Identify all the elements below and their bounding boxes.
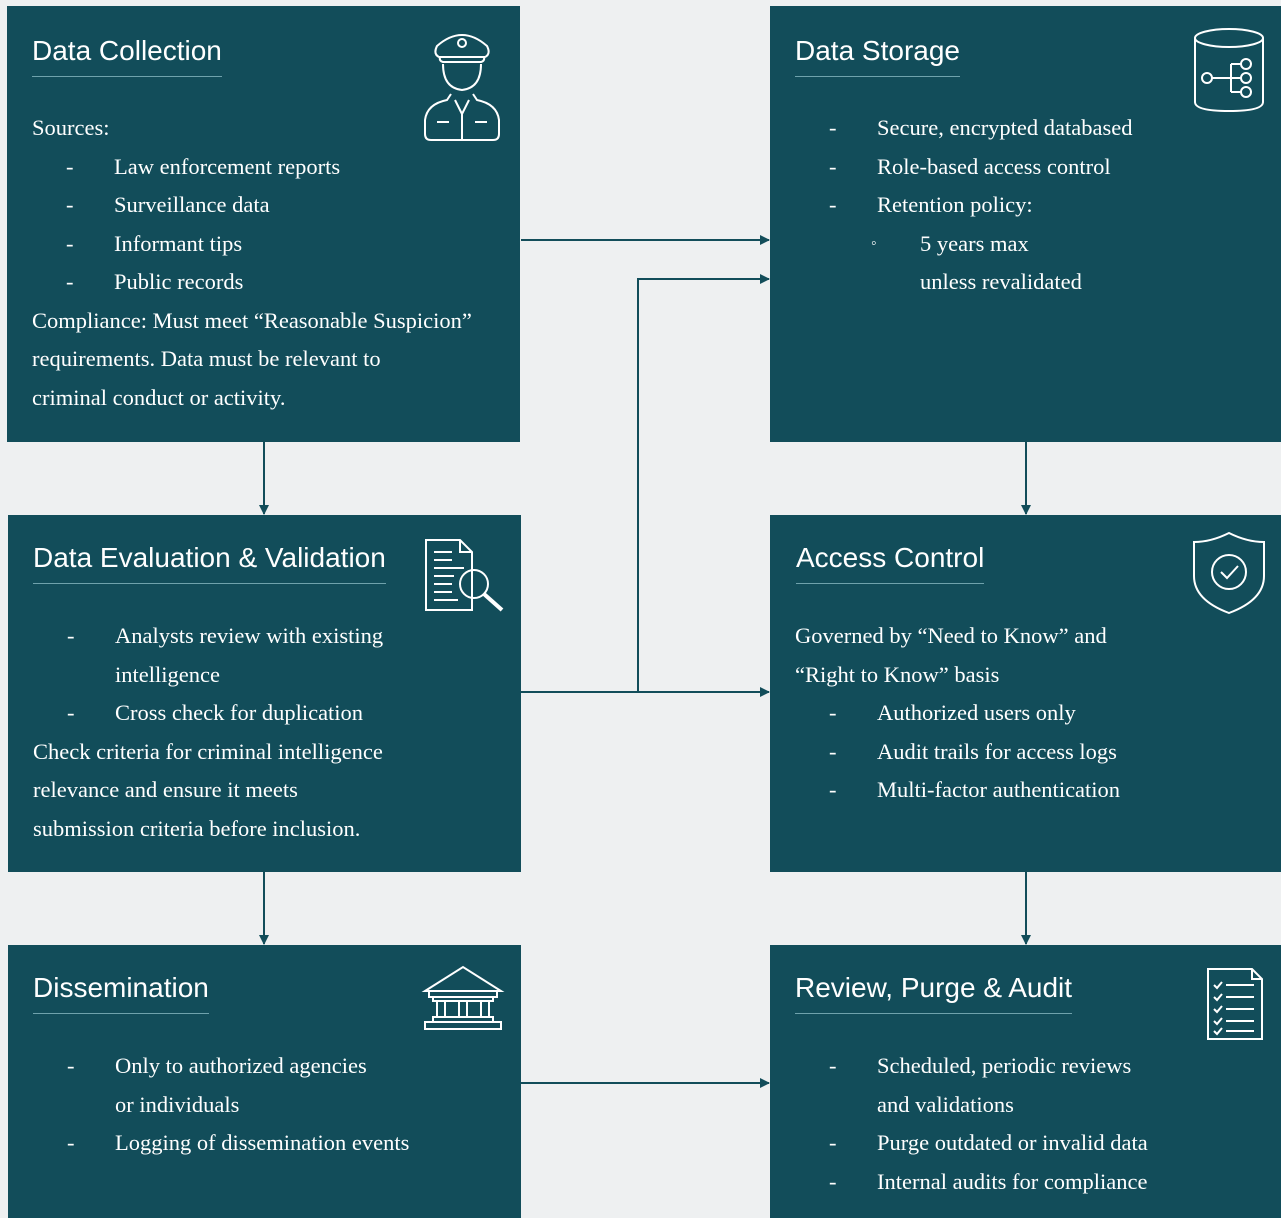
- shield-check-icon: [1193, 531, 1265, 615]
- list-item: -Audit trails for access logs: [829, 738, 1117, 764]
- criteria-text: Check criteria for criminal intelligence: [33, 738, 383, 764]
- list-item: -Surveillance data: [66, 192, 270, 217]
- panel-data-evaluation: Data Evaluation & Validation -Analysts r…: [8, 515, 521, 872]
- panel-data-collection: Data Collection Sources: -Law enforcemen…: [7, 6, 520, 442]
- evaluation-body: -Analysts review with existing intellige…: [33, 617, 383, 848]
- list-item: -Cross check for duplication: [67, 700, 364, 725]
- sources-label: Sources:: [32, 115, 110, 140]
- intro-text: “Right to Know” basis: [795, 661, 1000, 687]
- panel-data-storage: Data Storage -Secure, encrypted database…: [770, 6, 1281, 442]
- arrow-evaluation-to-storage: [637, 274, 770, 692]
- government-building-icon: [421, 965, 505, 1030]
- panel-title: Dissemination: [33, 971, 209, 1014]
- panel-title: Access Control: [796, 541, 985, 584]
- intro-text: Governed by “Need to Know” and: [795, 623, 1107, 648]
- document-search-icon: [425, 539, 504, 612]
- panel-title: Data Evaluation & Validation: [33, 541, 386, 584]
- list-item: -Authorized users only: [829, 700, 1076, 725]
- panel-dissemination: Dissemination -Only to authorized agenci…: [8, 945, 521, 1218]
- criteria-text: relevance and ensure it meets: [33, 777, 298, 802]
- compliance-text: criminal conduct or activity.: [32, 384, 286, 410]
- list-item: -Analysts review with existing: [67, 623, 384, 648]
- panel-access-control: Access Control Governed by “Need to Know…: [770, 515, 1281, 872]
- list-item-continued: intelligence: [115, 661, 220, 687]
- list-item: -Public records: [66, 269, 244, 294]
- panel-review-purge-audit: Review, Purge & Audit -Scheduled, period…: [770, 945, 1281, 1218]
- list-item: -Multi-factor authentication: [829, 777, 1121, 802]
- list-item: -Law enforcement reports: [66, 153, 341, 179]
- database-network-icon: [1194, 28, 1264, 113]
- list-item: -Informant tips: [66, 230, 243, 256]
- panel-title: Review, Purge & Audit: [795, 971, 1073, 1014]
- police-officer-icon: [424, 34, 500, 141]
- compliance-text: requirements. Data must be relevant to: [32, 346, 381, 371]
- panel-title: Data Collection: [32, 34, 222, 77]
- compliance-text: Compliance: Must meet “Reasonable Suspic…: [32, 307, 472, 333]
- access-body: Governed by “Need to Know” and “Right to…: [795, 617, 1121, 810]
- checklist-icon: [1207, 968, 1263, 1040]
- criteria-text: submission criteria before inclusion.: [33, 815, 361, 841]
- collection-body: Sources: -Law enforcement reports -Surve…: [32, 109, 472, 417]
- panel-title: Data Storage: [795, 34, 960, 77]
